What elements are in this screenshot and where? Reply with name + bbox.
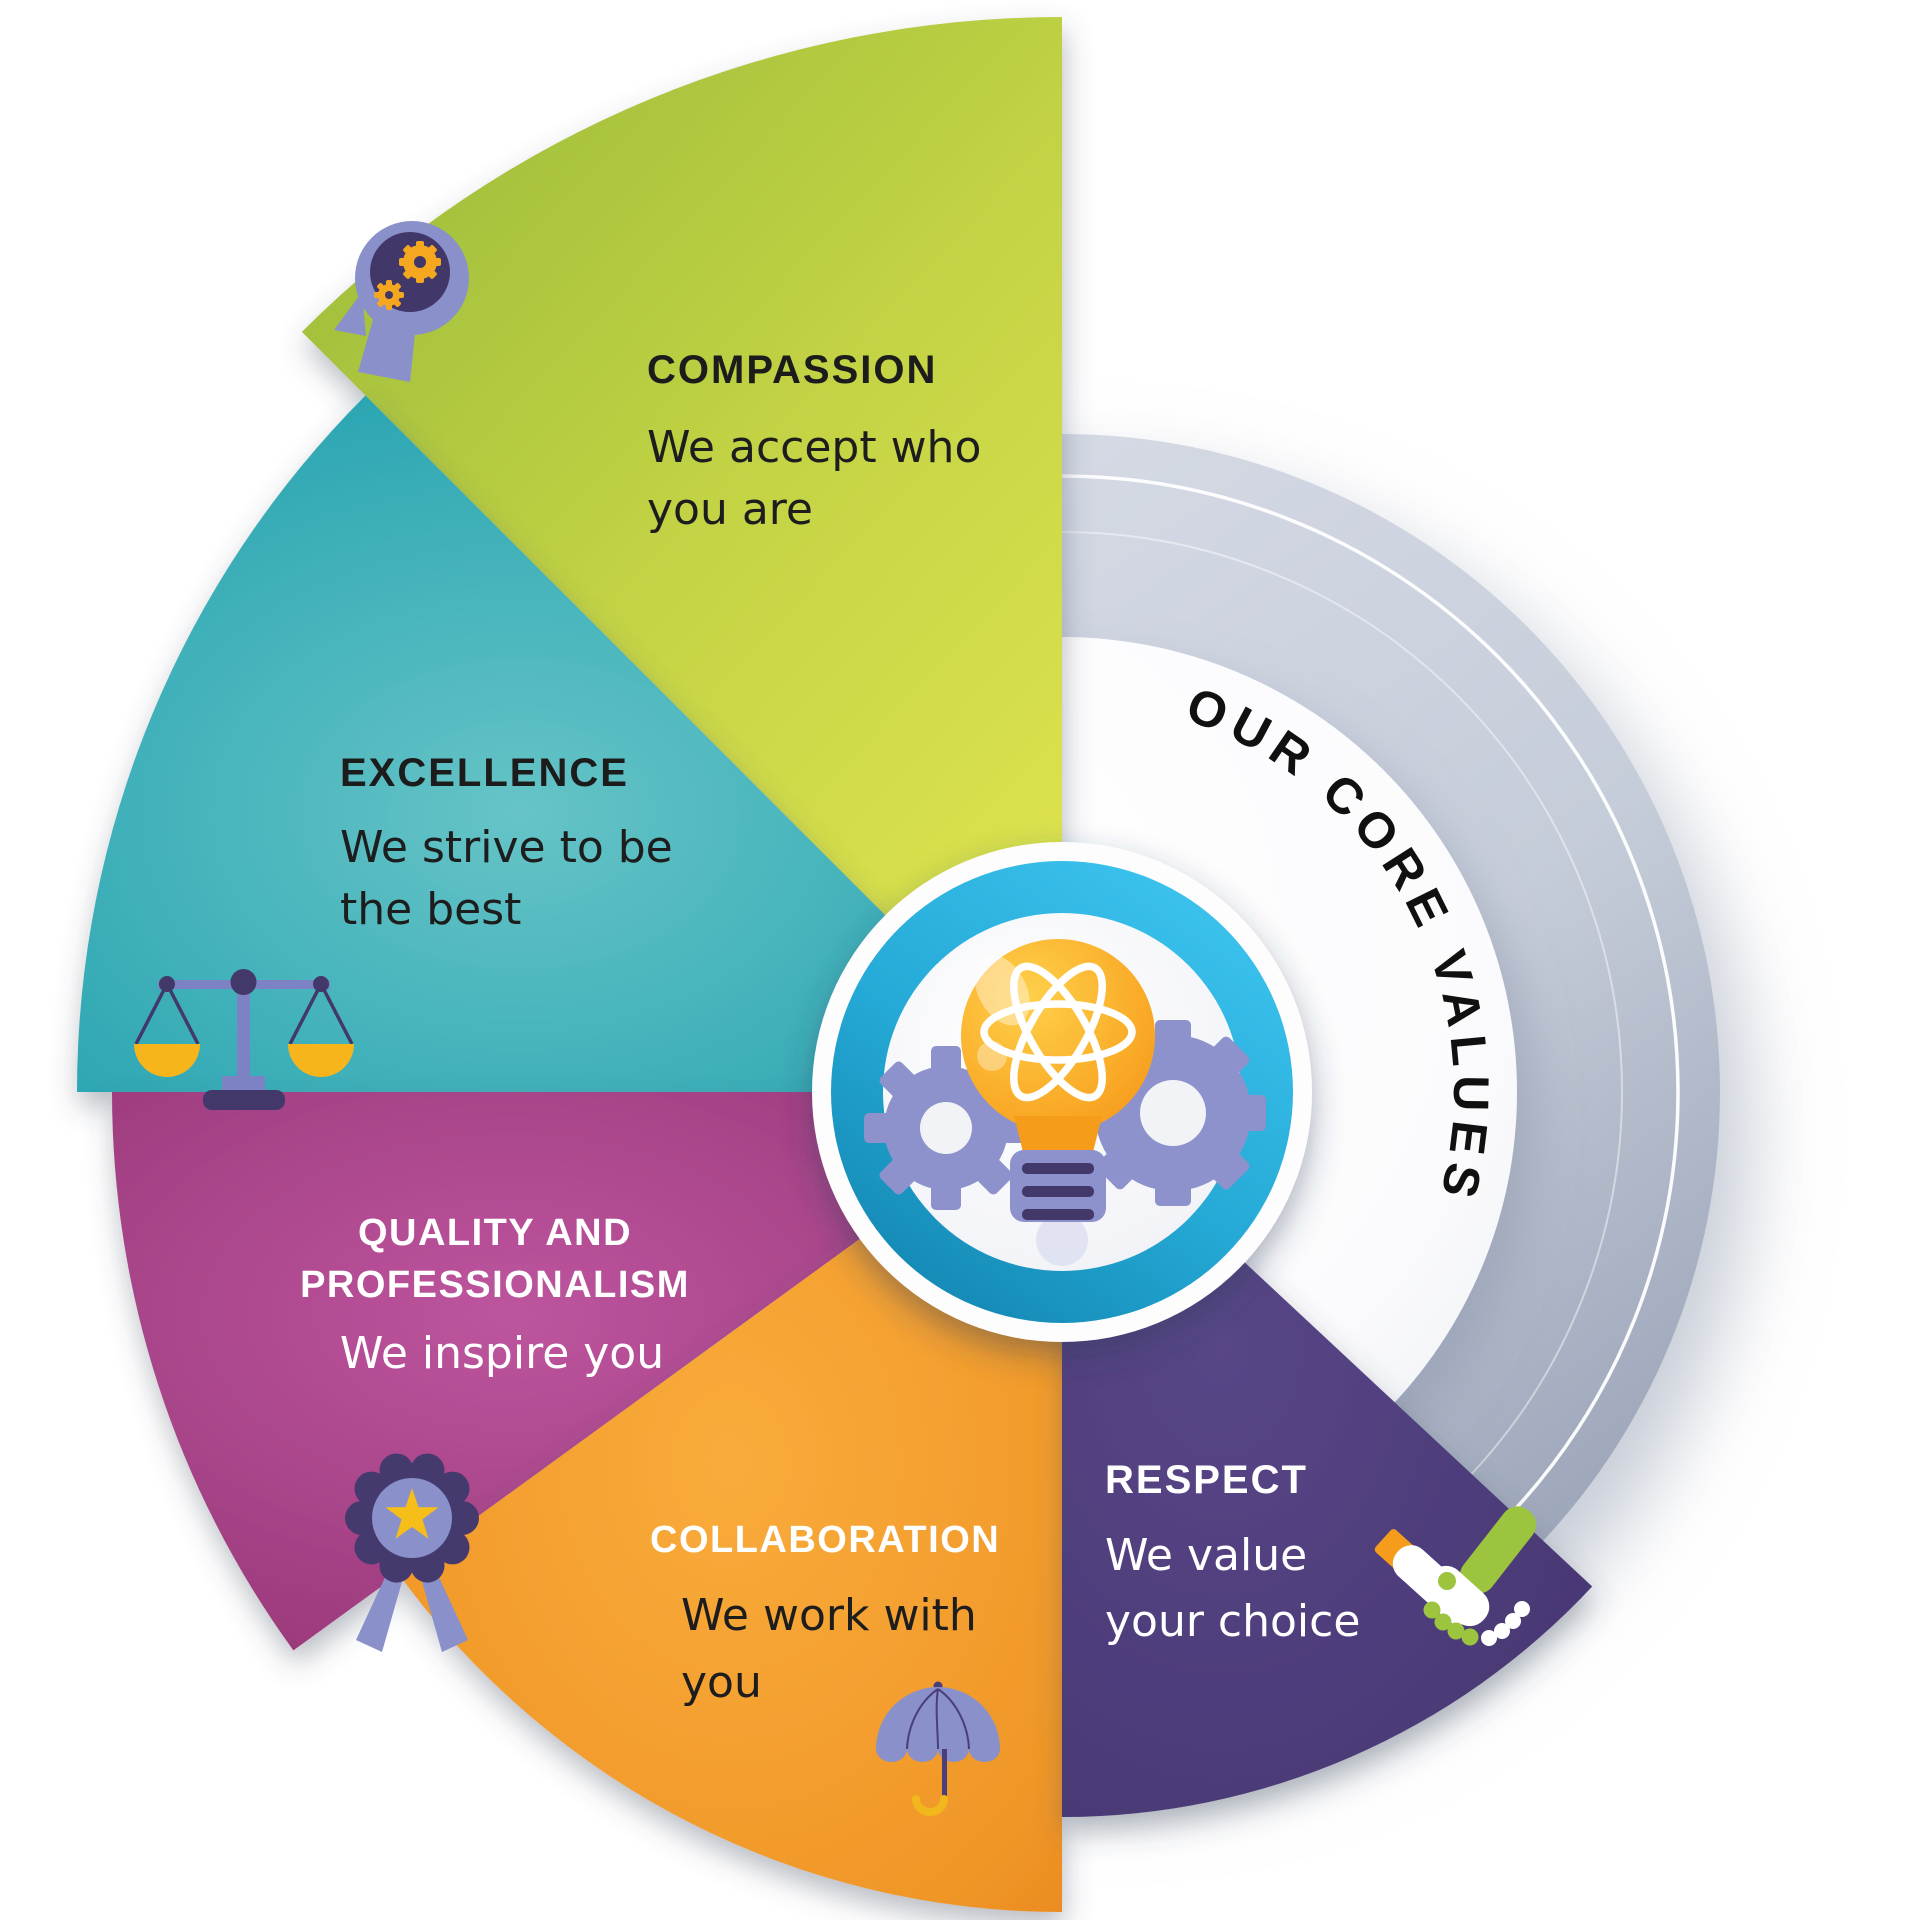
- gear-hole: [414, 256, 426, 268]
- excellence-desc-line1: We strive to be: [340, 822, 673, 873]
- rosette-ribbon-left: [356, 1560, 407, 1652]
- head-gear-small: [374, 280, 404, 310]
- center-medallion: [812, 842, 1312, 1342]
- bulb-base-line: [1022, 1163, 1094, 1174]
- balance-scales-icon: [134, 969, 354, 1110]
- rosette-star: [385, 1488, 439, 1539]
- gear-tooth: [393, 283, 401, 291]
- gear-tooth: [403, 245, 414, 256]
- scale-pan-left: [134, 1044, 200, 1077]
- gear-tooth: [374, 292, 381, 298]
- umbrella-icon: [876, 1681, 1000, 1816]
- bulb-neck: [1014, 1116, 1102, 1156]
- gear-tooth: [416, 274, 424, 283]
- lightbulb-atom-gears-icon: [864, 939, 1266, 1266]
- compassion-title: COMPASSION: [647, 348, 937, 392]
- gear-tooth: [377, 283, 385, 291]
- gear-tooth: [386, 303, 392, 310]
- scale-pedestal: [222, 1076, 265, 1092]
- gear-tooth: [393, 299, 401, 307]
- scale-strings: [134, 983, 354, 1045]
- finger: [1481, 1630, 1497, 1646]
- collaboration-desc-line2: you: [681, 1657, 762, 1708]
- gear-tooth: [377, 299, 385, 307]
- gear-hole: [920, 1102, 972, 1154]
- quality-desc-line1: We inspire you: [340, 1328, 664, 1379]
- atom-orbit: [1010, 962, 1106, 1102]
- bulb-tip-ghost: [1036, 1214, 1088, 1266]
- finger: [1434, 1613, 1452, 1631]
- finger: [1514, 1601, 1530, 1617]
- umbrella-ribs: [906, 1688, 970, 1750]
- head-nose: [334, 292, 366, 336]
- gear-hole: [385, 291, 393, 299]
- gear-tooth: [931, 1184, 961, 1210]
- compassion-desc-line1: We accept who: [647, 422, 981, 473]
- scale-pan-right: [288, 1044, 354, 1077]
- gear-tooth: [403, 268, 414, 279]
- wedge-excellence: [77, 395, 1062, 1092]
- compassion-desc-line2: you are: [647, 484, 813, 535]
- handshake-green-fingers: [1423, 1572, 1479, 1646]
- head-gear-large: [399, 241, 441, 283]
- quality-title-line1: QUALITY AND: [358, 1212, 632, 1254]
- gear-tooth: [426, 245, 437, 256]
- gear-tooth: [386, 280, 392, 287]
- atom-orbit: [980, 1000, 1136, 1064]
- respect-title: RESPECT: [1105, 1458, 1308, 1502]
- respect-desc-line2: your choice: [1105, 1596, 1360, 1647]
- atom-symbol: [980, 962, 1136, 1102]
- scale-base: [203, 1090, 285, 1110]
- finger: [1505, 1613, 1521, 1629]
- umbrella-stem: [942, 1749, 947, 1801]
- rosette-ribbon-right: [417, 1560, 468, 1652]
- excellence-title: EXCELLENCE: [340, 751, 629, 795]
- finger: [1423, 1601, 1441, 1619]
- gear-tooth: [397, 292, 404, 298]
- bulb-glass: [961, 939, 1155, 1133]
- finger: [1438, 1572, 1456, 1590]
- umbrella-handle: [912, 1795, 948, 1816]
- award-rosette-icon: [345, 1453, 479, 1652]
- gear-tooth: [426, 268, 437, 279]
- gear-tooth: [416, 241, 424, 250]
- handshake-arm-green: [1459, 1506, 1537, 1594]
- scale-hanger-right: [313, 976, 329, 992]
- scale-pivot: [230, 969, 257, 995]
- excellence-desc-line2: the best: [340, 884, 521, 935]
- finger: [1494, 1623, 1510, 1639]
- gear-hole: [1140, 1080, 1206, 1146]
- atom-orbit: [1010, 962, 1106, 1102]
- respect-desc-line1: We value: [1105, 1530, 1307, 1581]
- scale-pole: [237, 980, 250, 1082]
- head-with-gears-icon: [334, 221, 469, 382]
- collaboration-title: COLLABORATION: [650, 1519, 1000, 1561]
- handshake-white-fingers: [1481, 1601, 1530, 1646]
- finger: [1461, 1628, 1479, 1646]
- wedge-compassion: [301, 17, 1062, 1092]
- handshake-icon: [1374, 1506, 1537, 1646]
- bulb-base-line: [1022, 1186, 1094, 1197]
- scale-hanger-left: [159, 976, 175, 992]
- bulb-base-line: [1022, 1209, 1094, 1220]
- quality-title-line2: PROFESSIONALISM: [300, 1264, 690, 1306]
- collaboration-desc-line1: We work with: [681, 1590, 977, 1641]
- gear-tooth: [931, 1046, 961, 1072]
- gear-tooth: [864, 1113, 890, 1143]
- finger: [1447, 1622, 1465, 1640]
- gear-tooth: [432, 258, 441, 266]
- gear-tooth: [399, 258, 408, 266]
